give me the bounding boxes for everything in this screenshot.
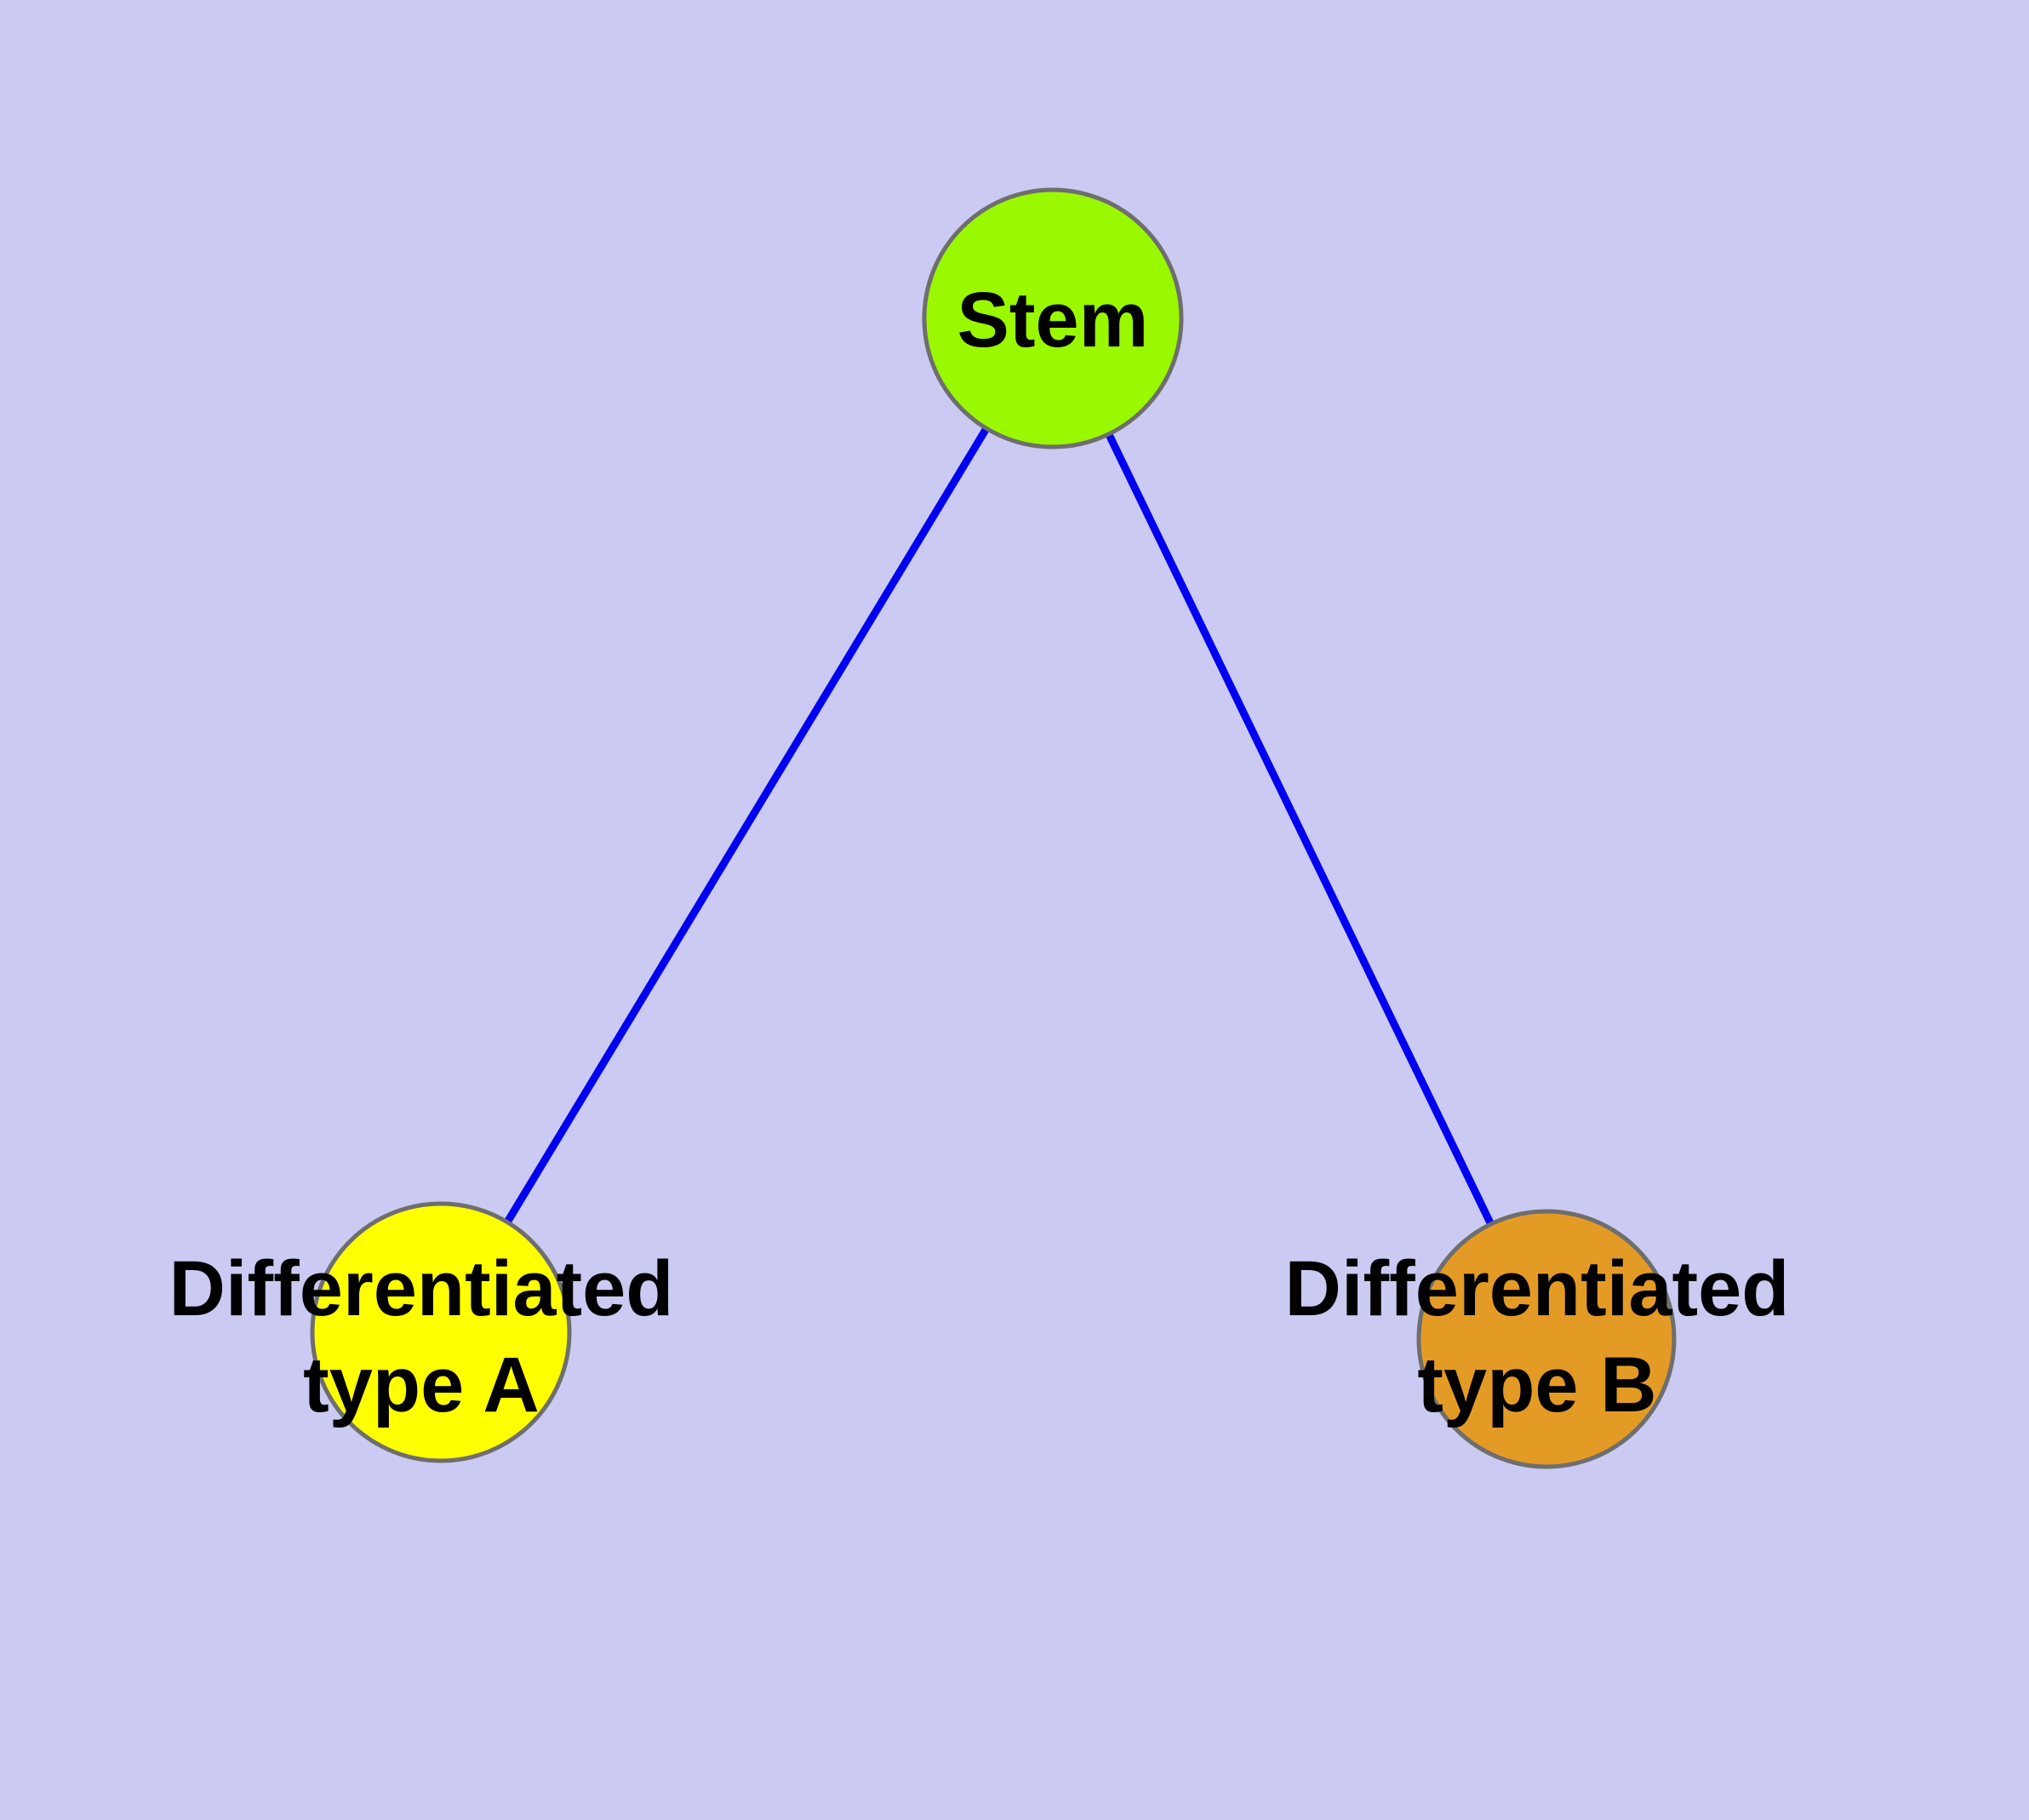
node-type-a-label-line1: Differentiated bbox=[169, 1245, 674, 1332]
node-stem bbox=[922, 187, 1184, 449]
node-stem-label: Stem bbox=[957, 277, 1149, 363]
edge-stem-to-type-a bbox=[437, 316, 1056, 1335]
node-type-b-label-line2: type B bbox=[1417, 1342, 1656, 1428]
node-differentiated-type-a bbox=[310, 1201, 572, 1463]
node-type-a-label-line2: type A bbox=[303, 1342, 540, 1428]
node-type-b-label-line1: Differentiated bbox=[1285, 1245, 1790, 1332]
node-differentiated-type-b bbox=[1416, 1209, 1677, 1469]
edge-stem-to-type-b bbox=[1049, 317, 1551, 1341]
